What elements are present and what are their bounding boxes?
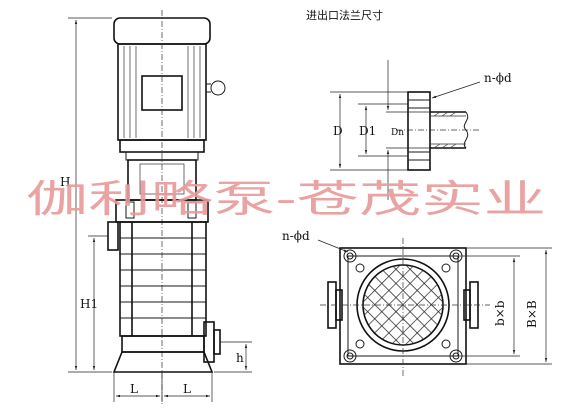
dim-D-label: D — [333, 124, 343, 138]
pump-stages — [119, 221, 207, 337]
dim-bxb-label: b×b — [493, 300, 507, 326]
flange-title: 进出口法兰尺寸 — [306, 8, 383, 22]
motor-fins — [123, 46, 201, 138]
flange-hole-label-top: n-ϕd — [484, 71, 512, 85]
dim-L-right-label: L — [183, 382, 191, 396]
dim-L-left-label: L — [130, 382, 138, 396]
pump-dimensions: H H1 h L L — [60, 17, 252, 402]
dim-Dn-label: Dn — [391, 128, 404, 138]
dim-D1-label: D1 — [359, 124, 376, 138]
watermark-text: 伽利略泵-苍茂实业 — [26, 177, 546, 221]
upper-flange — [107, 221, 119, 251]
pump-base — [121, 335, 205, 353]
pump-foot — [112, 351, 214, 373]
motor-knob — [210, 80, 226, 96]
stage-rings — [120, 237, 206, 319]
dim-H1-label: H1 — [80, 297, 98, 311]
base-plan-view: n-ϕd b×b B×B — [282, 229, 552, 378]
flange-hole-label-bottom: n-ϕd — [282, 229, 310, 243]
dim-h-label: h — [236, 351, 244, 365]
dim-BxB-label: B×B — [525, 300, 539, 328]
dim-H-label: H — [60, 175, 70, 189]
flange-section: D D1 Dn n-ϕd — [330, 60, 512, 200]
